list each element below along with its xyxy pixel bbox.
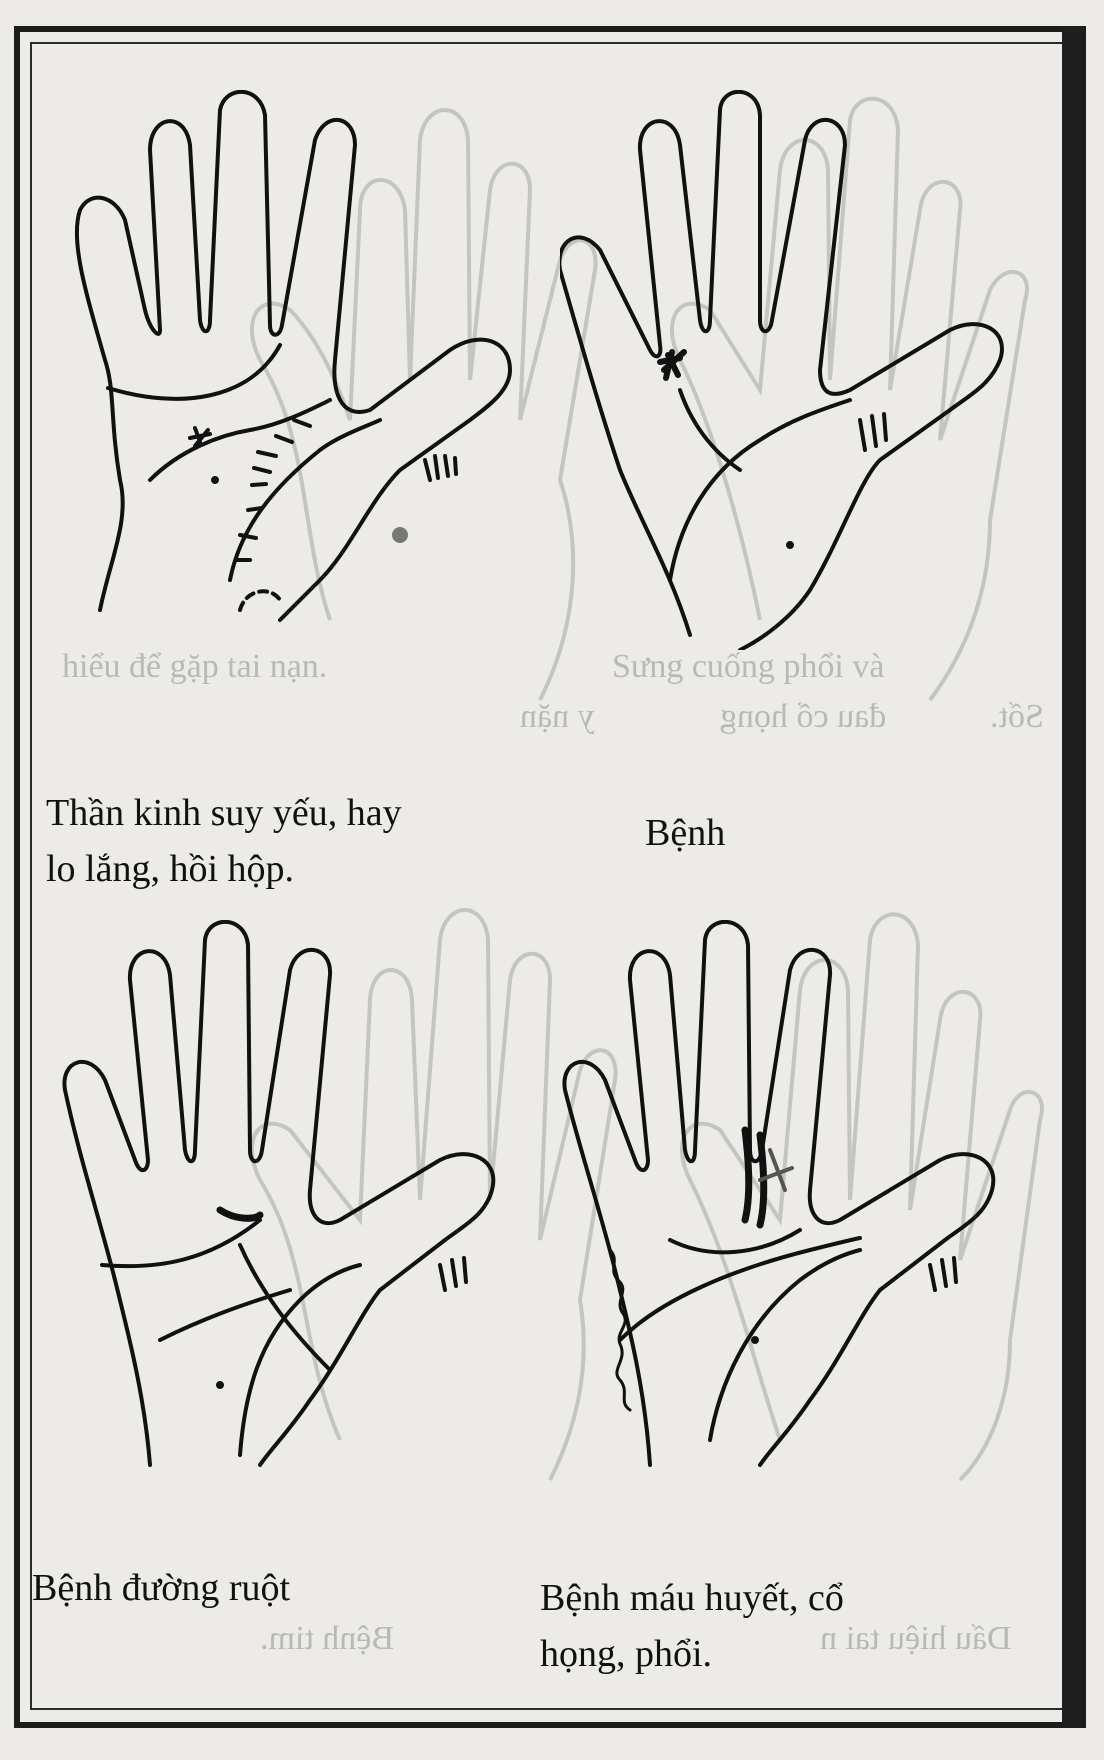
palm-diagram-intestines [60, 920, 540, 1480]
caption-line: Bệnh máu huyết, cổ [540, 1570, 844, 1626]
caption-disease: Bệnh [645, 805, 725, 861]
palm-diagram-nerves [70, 90, 540, 650]
caption-line: họng, phổi. [540, 1626, 844, 1682]
bleed-text-mirrored: Dấu hiệu tai n [820, 1620, 1012, 1658]
caption-nerve-weakness: Thần kinh suy yếu, hay lo lắng, hồi hộp. [46, 785, 402, 897]
bleed-text-mirrored: Bệnh tim. [260, 1620, 394, 1658]
caption-line: lo lắng, hồi hộp. [46, 841, 402, 897]
caption-blood-throat-lung-disease: Bệnh máu huyết, cổ họng, phổi. [540, 1570, 844, 1682]
caption-line: Thần kinh suy yếu, hay [46, 785, 402, 841]
palm-diagram-blood-throat-lungs [560, 920, 1040, 1480]
page-border-right-edge [1062, 26, 1080, 1728]
caption-intestinal-disease: Bệnh đường ruột [32, 1560, 290, 1616]
palm-diagram-lungs-throat [560, 90, 1040, 650]
